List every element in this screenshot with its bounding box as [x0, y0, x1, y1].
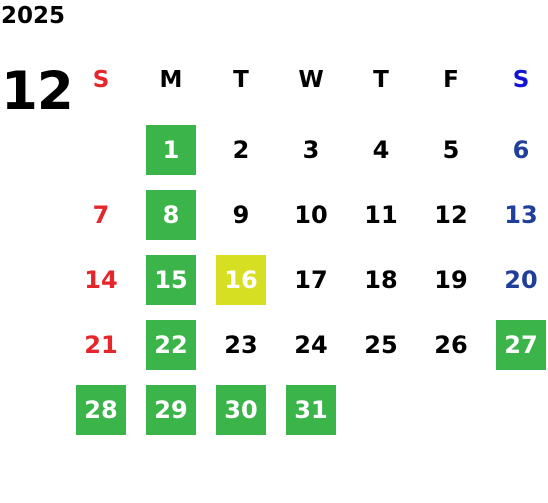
weekday-header-friday: F	[443, 67, 459, 93]
day-cell-6[interactable]: 6	[512, 136, 530, 164]
day-cell-15[interactable]: 15	[146, 255, 196, 305]
day-cell-29[interactable]: 29	[146, 385, 196, 435]
calendar-month: 12	[1, 61, 74, 122]
day-cell-31[interactable]: 31	[286, 385, 336, 435]
day-cell-11[interactable]: 11	[364, 201, 398, 229]
day-cell-10[interactable]: 10	[294, 201, 328, 229]
day-cell-4[interactable]: 4	[372, 136, 390, 164]
weekday-header-saturday: S	[512, 67, 530, 93]
weekday-header-sunday: S	[92, 67, 110, 93]
day-cell-3[interactable]: 3	[302, 136, 320, 164]
day-cell-26[interactable]: 26	[434, 331, 468, 359]
day-cell-1[interactable]: 1	[146, 125, 196, 175]
day-cell-2[interactable]: 2	[232, 136, 250, 164]
day-cell-7[interactable]: 7	[92, 201, 110, 229]
day-cell-9[interactable]: 9	[232, 201, 250, 229]
day-cell-5[interactable]: 5	[442, 136, 460, 164]
day-cell-12[interactable]: 12	[434, 201, 468, 229]
day-cell-22[interactable]: 22	[146, 320, 196, 370]
day-cell-8[interactable]: 8	[146, 190, 196, 240]
day-cell-19[interactable]: 19	[434, 266, 468, 294]
day-cell-21[interactable]: 21	[84, 331, 118, 359]
day-cell-23[interactable]: 23	[224, 331, 258, 359]
day-cell-16[interactable]: 16	[216, 255, 266, 305]
weekday-header-wednesday: W	[298, 67, 324, 93]
day-cell-20[interactable]: 20	[504, 266, 538, 294]
day-cell-18[interactable]: 18	[364, 266, 398, 294]
day-cell-14[interactable]: 14	[84, 266, 118, 294]
weekday-header-tuesday: T	[233, 67, 249, 93]
day-cell-28[interactable]: 28	[76, 385, 126, 435]
weekday-header-monday: M	[159, 67, 183, 93]
day-cell-25[interactable]: 25	[364, 331, 398, 359]
day-cell-24[interactable]: 24	[294, 331, 328, 359]
calendar-year: 2025	[1, 3, 66, 29]
day-cell-13[interactable]: 13	[504, 201, 538, 229]
day-cell-17[interactable]: 17	[294, 266, 328, 294]
day-cell-27[interactable]: 27	[496, 320, 546, 370]
day-cell-30[interactable]: 30	[216, 385, 266, 435]
weekday-header-thursday: T	[373, 67, 389, 93]
